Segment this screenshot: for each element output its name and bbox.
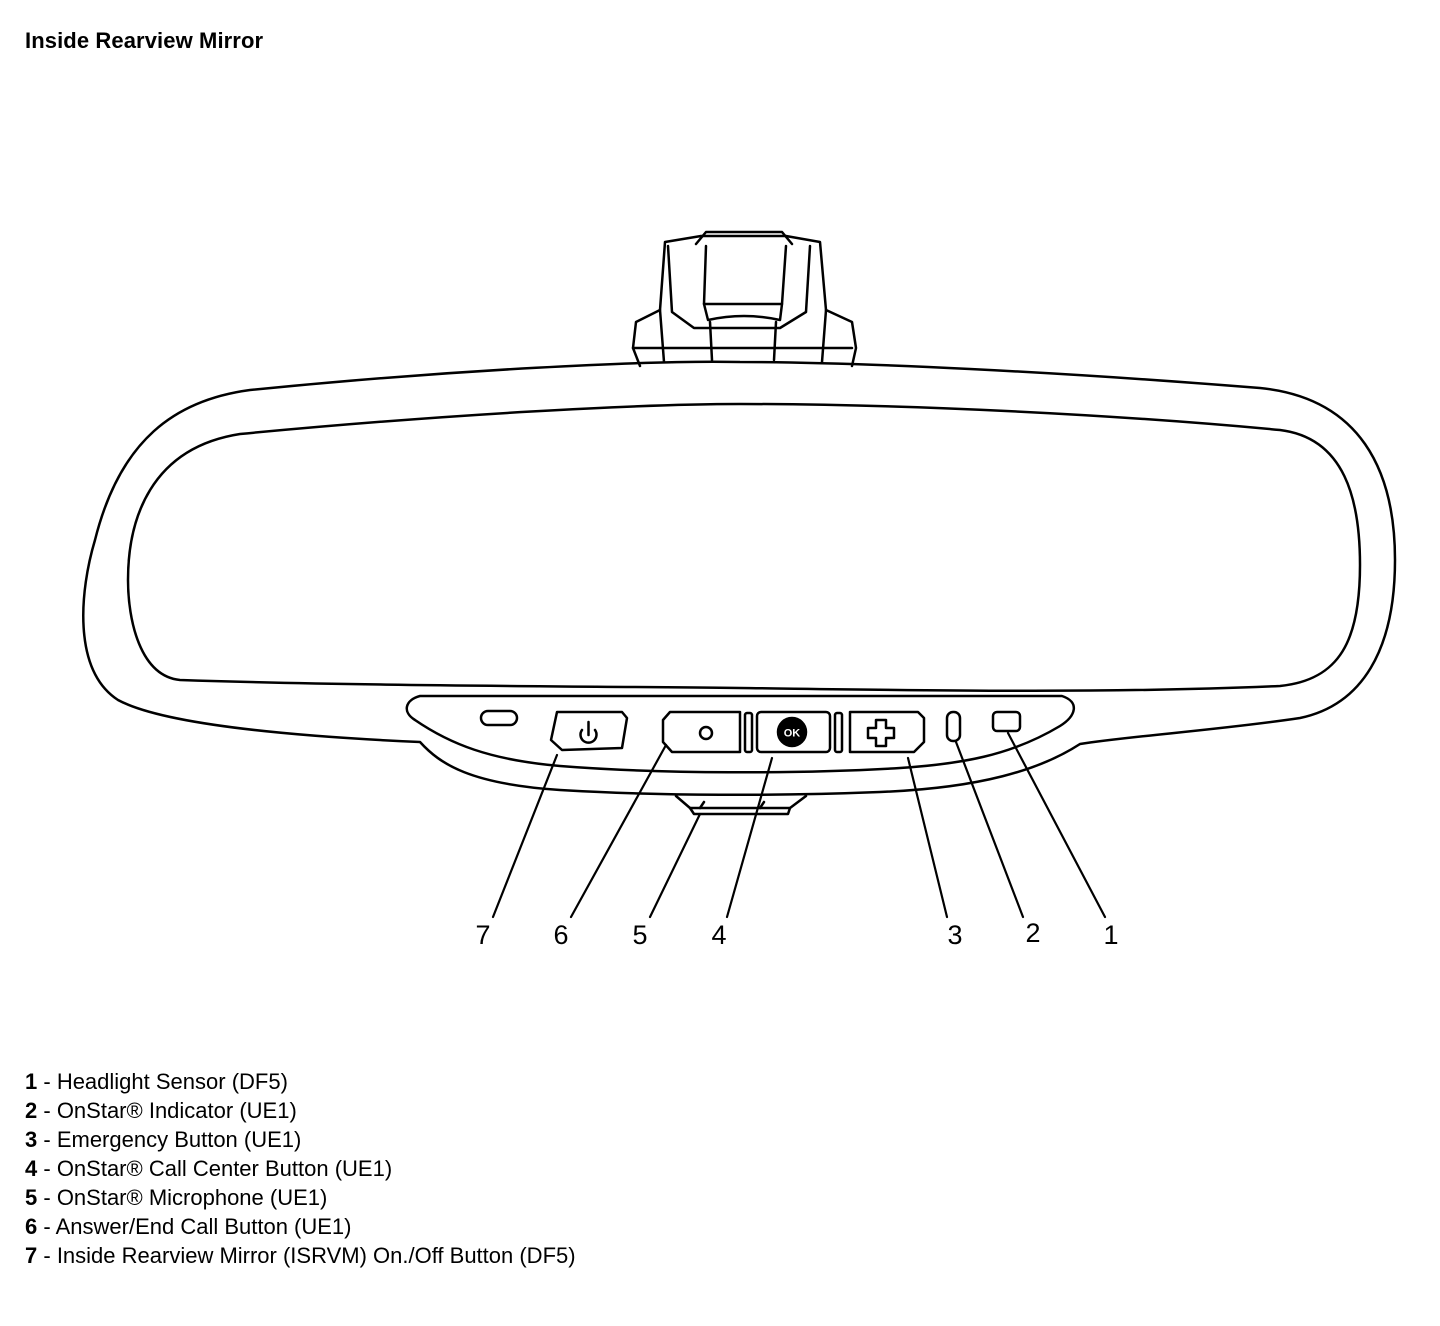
legend-item: 6 - Answer/End Call Button (UE1) <box>25 1212 576 1241</box>
mirror-mount <box>631 230 858 368</box>
legend-number: 3 <box>25 1127 38 1152</box>
legend-item: 7 - Inside Rearview Mirror (ISRVM) On./O… <box>25 1241 576 1270</box>
legend-number: 6 <box>25 1214 38 1239</box>
legend-separator: - <box>37 1243 57 1268</box>
legend-item: 5 - OnStar® Microphone (UE1) <box>25 1183 576 1212</box>
mirror-diagram: OK 7 6 5 4 3 2 1 <box>82 230 1397 950</box>
button-dividers <box>743 711 844 754</box>
legend-separator: - <box>37 1214 56 1239</box>
legend-number: 7 <box>25 1243 38 1268</box>
legend-text: Emergency Button (UE1) <box>56 1127 302 1152</box>
legend-item: 3 - Emergency Button (UE1) <box>25 1125 576 1154</box>
power-icon <box>579 720 598 744</box>
legend-number: 1 <box>25 1069 38 1094</box>
callout-4: 4 <box>711 920 726 950</box>
callout-1: 1 <box>1103 920 1118 950</box>
legend-text: Answer/End Call Button (UE1) <box>55 1214 352 1239</box>
onstar-logo-icon <box>776 716 808 748</box>
legend-separator: - <box>37 1127 57 1152</box>
mirror-housing <box>82 360 1397 797</box>
headlight-sensor <box>479 709 519 727</box>
page-title: Inside Rearview Mirror <box>25 28 264 53</box>
legend-text: OnStar® Microphone (UE1) <box>56 1185 328 1210</box>
onstar-indicator <box>945 710 962 743</box>
legend-text: Inside Rearview Mirror (ISRVM) On./Off B… <box>56 1243 576 1268</box>
legend-item: 1 - Headlight Sensor (DF5) <box>25 1067 576 1096</box>
legend-separator: - <box>37 1185 57 1210</box>
legend-text: OnStar® Indicator (UE1) <box>56 1098 297 1123</box>
legend-separator: - <box>37 1069 57 1094</box>
legend: 1 - Headlight Sensor (DF5) 2 - OnStar® I… <box>25 1067 576 1270</box>
isrvm-on-off-button[interactable] <box>549 710 629 752</box>
onstar-logo-glyph: OK <box>784 728 801 740</box>
legend-number: 5 <box>25 1185 38 1210</box>
legend-number: 4 <box>25 1156 38 1181</box>
leader-lines <box>491 731 1107 919</box>
callout-numbers: 7 6 5 4 3 2 1 <box>475 918 1118 950</box>
legend-text: OnStar® Call Center Button (UE1) <box>56 1156 393 1181</box>
callout-3: 3 <box>947 920 962 950</box>
onstar-call-center-button[interactable]: OK <box>755 710 832 754</box>
legend-number: 2 <box>25 1098 38 1123</box>
callout-7: 7 <box>475 920 490 950</box>
answer-end-call-button[interactable] <box>661 710 742 754</box>
circle-icon <box>698 725 714 741</box>
legend-item: 2 - OnStar® Indicator (UE1) <box>25 1096 576 1125</box>
cross-icon <box>866 718 896 748</box>
onstar-microphone <box>674 794 808 816</box>
emergency-button[interactable] <box>848 710 926 754</box>
legend-text: Headlight Sensor (DF5) <box>56 1069 288 1094</box>
callout-6: 6 <box>553 920 568 950</box>
callout-2: 2 <box>1025 918 1040 948</box>
legend-item: 4 - OnStar® Call Center Button (UE1) <box>25 1154 576 1183</box>
legend-separator: - <box>37 1098 57 1123</box>
legend-separator: - <box>37 1156 57 1181</box>
callout-5: 5 <box>632 920 647 950</box>
small-sensor-square <box>991 710 1022 733</box>
